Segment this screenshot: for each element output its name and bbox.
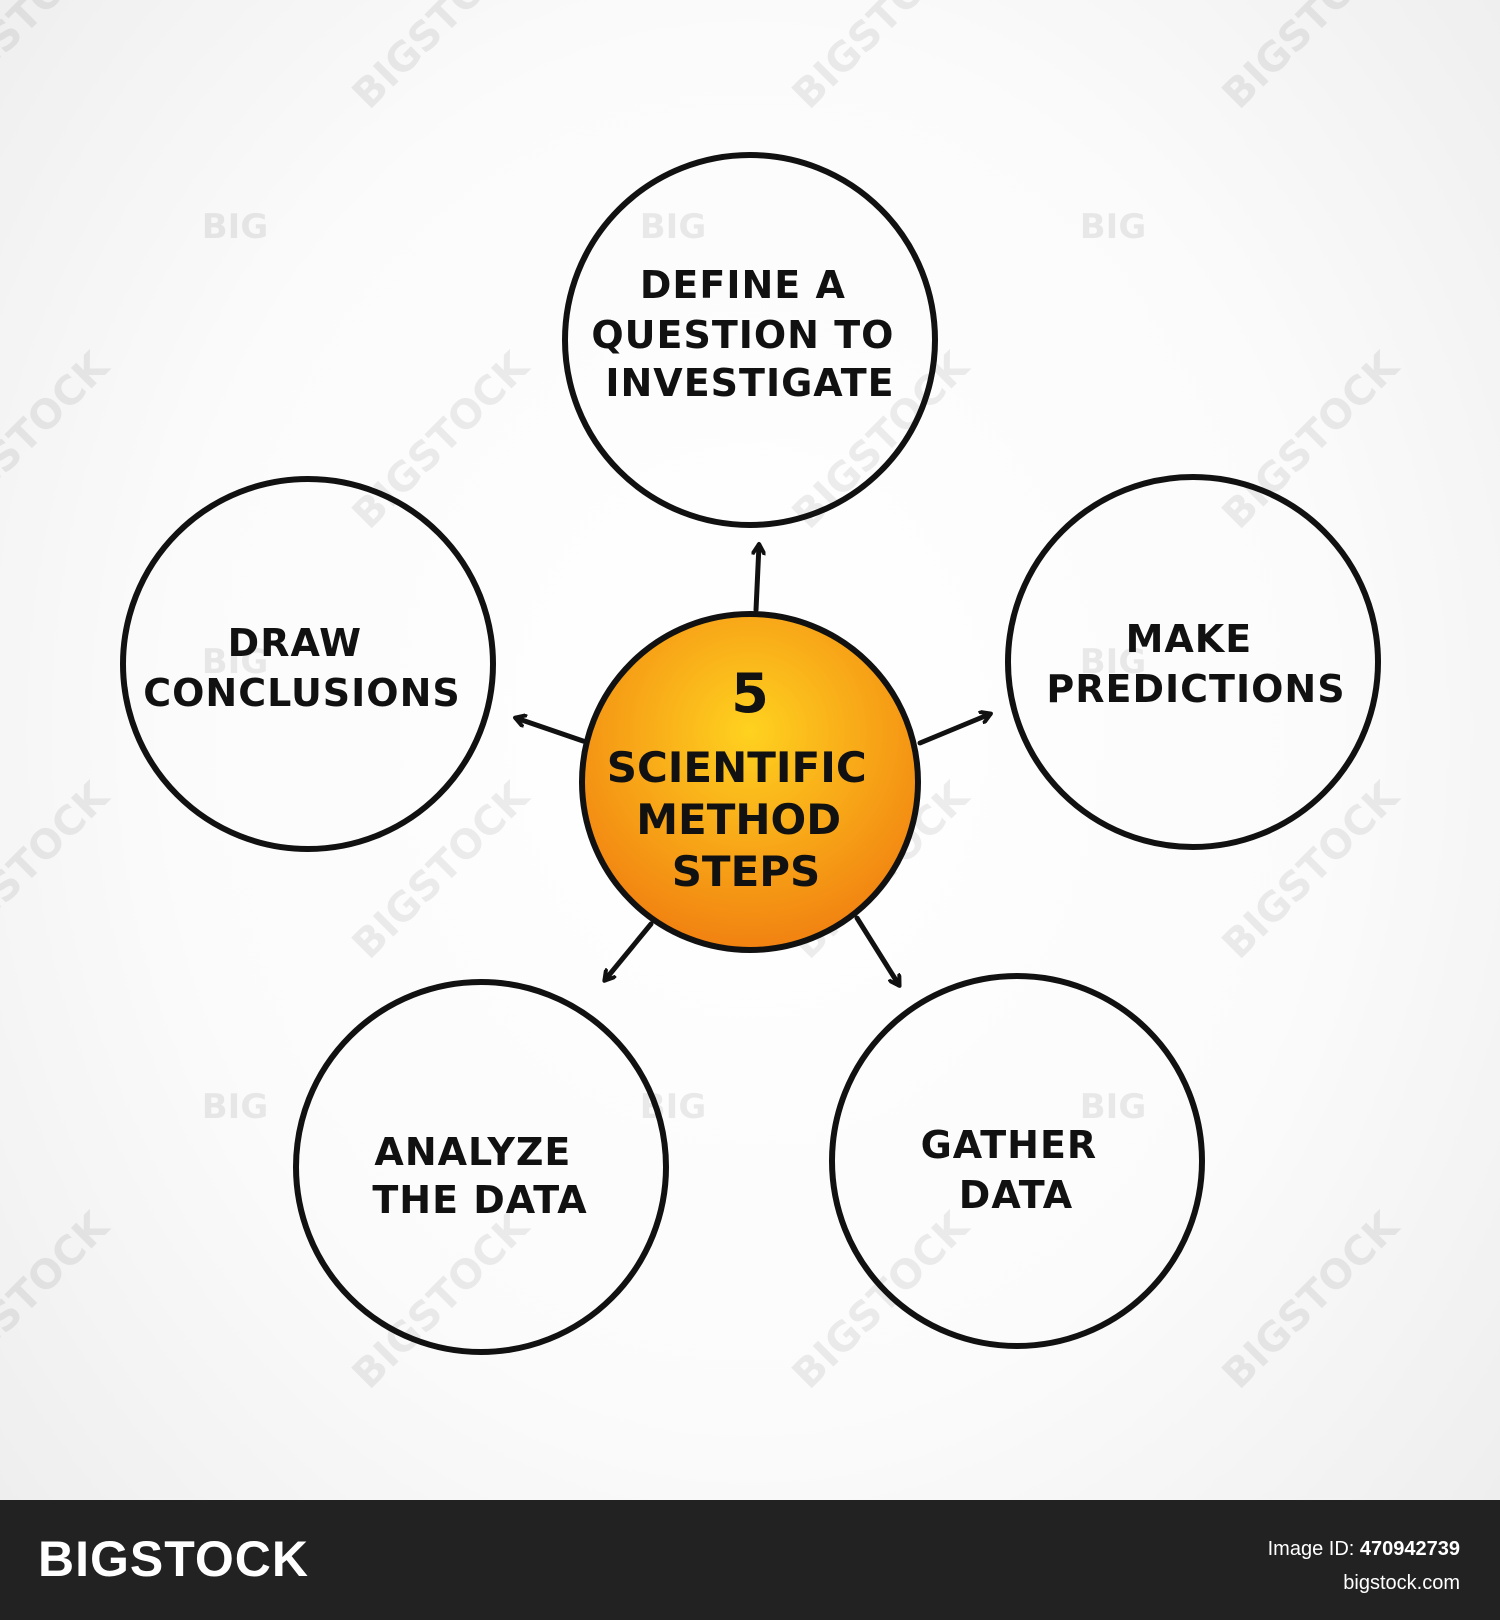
- arrow-to-define: [756, 545, 759, 613]
- node-analyze: ANALYZE THE DATA: [293, 979, 669, 1355]
- watermark-text: BIGSTOCK: [1214, 342, 1410, 538]
- watermark-text: BIGSTOCK: [0, 772, 119, 968]
- footer-image-id: Image ID: 470942739: [1268, 1532, 1460, 1566]
- node-conclude: DRAW CONCLUSIONS: [120, 476, 496, 852]
- footer-bar: BIGSTOCK Image ID: 470942739 bigstock.co…: [0, 1500, 1500, 1620]
- watermark-text: BIGSTOCK: [0, 342, 119, 538]
- watermark-text: BIGSTOCK: [0, 0, 119, 118]
- arrow-to-predict: [917, 714, 990, 746]
- node-gather: GATHER DATA: [829, 973, 1205, 1349]
- watermark-big-text: BIG: [202, 207, 268, 247]
- watermark-text: BIGSTOCK: [0, 1202, 119, 1398]
- node-gather-label: GATHER DATA: [921, 1123, 1112, 1217]
- node-analyze-label: ANALYZE THE DATA: [372, 1130, 587, 1222]
- watermark-text: BIGSTOCK: [344, 1202, 540, 1398]
- image-id-label: Image ID:: [1267, 1538, 1355, 1560]
- watermark-big-text: BIG: [202, 1087, 268, 1127]
- node-predict-label: MAKE PREDICTIONS: [1046, 617, 1345, 711]
- footer-site: bigstock.com: [1343, 1572, 1460, 1594]
- footer-info: Image ID: 470942739 bigstock.com: [1268, 1532, 1460, 1600]
- center-title: SCIENTIFIC METHOD STEPS: [607, 743, 882, 896]
- node-conclude-label: DRAW CONCLUSIONS: [143, 621, 461, 715]
- center-node-circle: [579, 611, 921, 953]
- node-gather-circle: [829, 973, 1205, 1349]
- watermark-text: BIGSTOCK: [344, 0, 540, 118]
- footer-logo: BIGSTOCK: [38, 1531, 309, 1587]
- watermark-text: BIGSTOCK: [1214, 1202, 1410, 1398]
- image-id-value: 470942739: [1359, 1538, 1460, 1560]
- watermark-big-text: BIG: [1080, 1087, 1146, 1127]
- node-conclude-circle: [120, 476, 496, 852]
- node-analyze-circle: [293, 979, 669, 1355]
- watermark-text: BIGSTOCK: [344, 342, 540, 538]
- center-node: 5 SCIENTIFIC METHOD STEPS: [579, 611, 921, 953]
- watermark-big-text: BIG: [202, 642, 268, 682]
- center-number: 5: [731, 662, 769, 725]
- watermark-big-text: BIG: [1080, 207, 1146, 247]
- node-predict: MAKE PREDICTIONS: [1005, 474, 1381, 850]
- arrow-to-analyze: [605, 921, 654, 980]
- arrows: [516, 545, 990, 985]
- node-define-circle: [562, 152, 938, 528]
- watermark-big-text: BIG: [640, 207, 706, 247]
- arrow-to-conclude: [516, 718, 586, 744]
- mind-map-diagram: BIGSTOCK BIGSTOCK BIGSTOCK BIGSTOCK BIGSTOCK…: [0, 0, 1410, 1398]
- node-define: DEFINE A QUESTION TO INVESTIGATE: [562, 152, 938, 528]
- node-define-label: DEFINE A QUESTION TO INVESTIGATE: [591, 263, 908, 405]
- watermark-text: BIGSTOCK: [344, 772, 540, 968]
- watermark-text: BIGSTOCK: [784, 0, 980, 118]
- node-predict-circle: [1005, 474, 1381, 850]
- watermark-big-text: BIG: [1080, 642, 1146, 682]
- arrow-to-gather: [854, 915, 899, 985]
- watermark-text: BIGSTOCK: [1214, 0, 1410, 118]
- watermark-text: BIGSTOCK: [784, 1202, 980, 1398]
